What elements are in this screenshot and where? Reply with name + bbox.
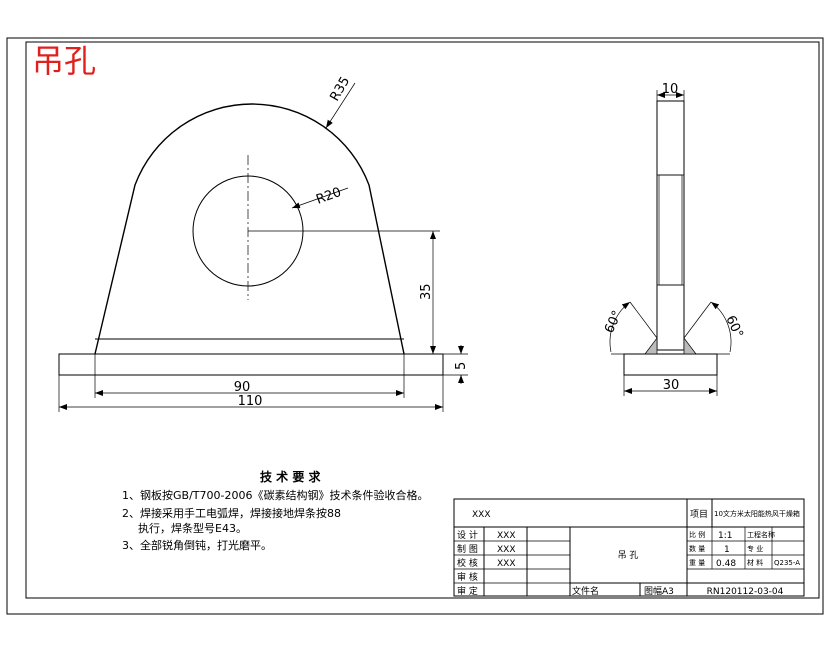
lug-side [656,100,685,351]
lug-outline [94,103,405,355]
check-label: 校 核 [457,557,478,569]
material-value: Q235-A [774,559,800,567]
dim-5: 5 [454,362,469,370]
qty-value: 1 [724,545,730,555]
inner-frame [25,41,820,599]
company-name: XXX [472,510,491,520]
red-title: 吊孔 [32,42,96,80]
spec-label: 专 业 [747,544,763,553]
check-value: XXX [497,559,516,569]
note-1: 1、钢板按GB/T700-2006《碳素结构钢》技术条件验收合格。 [122,488,428,502]
material-label: 材 料 [747,558,763,567]
scale-value: 1:1 [718,531,732,541]
title-block: XXX 项目 10文方米太阳能热风干燥箱 设 计 XXX 制 图 XXX 校 核… [453,498,805,597]
front-view: R35 R20 35 5 90 110 [58,74,469,412]
dim-r20: R20 [314,185,343,208]
file-label: 文件名 [572,585,599,597]
sheet-label: 图幅A3 [644,585,674,597]
base-side [623,353,718,376]
approve-label: 审 定 [457,585,478,597]
scale-label: 比 例 [689,530,705,539]
notes-heading: 技 术 要 求 [260,469,322,484]
drawing-number: RN120112-03-04 [707,587,784,597]
base-plate [58,353,444,376]
note-2b: 执行，焊条型号E43。 [138,521,247,535]
stage-label: 工程名称 [747,530,775,539]
dim-angle-left: 60° [602,308,625,335]
dim-110: 110 [238,394,263,409]
design-value: XXX [497,531,516,541]
technical-notes: 技 术 要 求 1、钢板按GB/T700-2006《碳素结构钢》技术条件验收合格… [122,469,428,552]
hole-hidden [658,174,683,286]
design-label: 设 计 [457,529,478,541]
qty-label: 数 量 [689,544,705,553]
project-value: 10文方米太阳能热风干燥箱 [714,509,800,518]
sheet-border [6,37,824,615]
weld-left [644,336,658,355]
weight-value: 0.48 [716,559,736,569]
draw-value: XXX [497,545,516,555]
dim-30: 30 [663,378,680,393]
note-3: 3、全部锐角倒钝，打光磨平。 [122,538,272,552]
dim-90: 90 [234,380,251,395]
side-view: 10 60° 60° 30 [602,82,746,396]
dim-angle-right: 60° [722,313,745,340]
part-name: 吊 孔 [618,550,639,561]
draw-label: 制 图 [457,543,478,555]
weld-right [683,336,697,355]
note-2: 2、焊接采用手工电弧焊，焊接接地焊条按88 [122,506,341,520]
dim-10: 10 [662,82,679,97]
dim-35: 35 [419,283,434,300]
weight-label: 重 量 [689,559,705,567]
review-label: 审 核 [457,571,478,583]
project-label: 项目 [690,509,708,520]
dim-r35: R35 [327,74,353,104]
